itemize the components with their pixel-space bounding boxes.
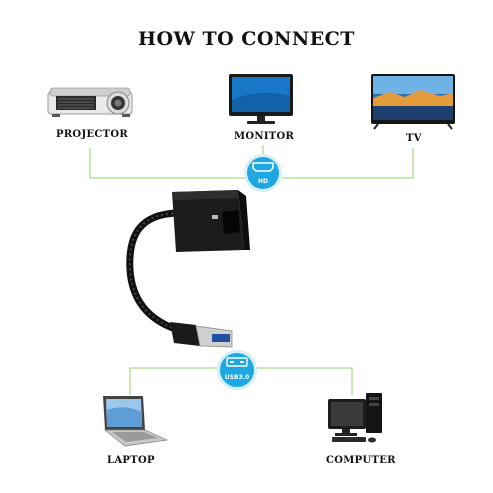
usb-badge-text: USB3.0 <box>225 374 249 381</box>
computer-label: COMPUTER <box>326 455 396 466</box>
tv-icon <box>371 74 455 130</box>
page-title: HOW TO CONNECT <box>138 28 355 50</box>
computer-icon <box>328 393 382 443</box>
hdmi-badge-text: HD <box>258 178 268 185</box>
laptop-label: LAPTOP <box>107 455 155 466</box>
projector-label: PROJECTOR <box>56 129 129 140</box>
input-connector-lines <box>129 367 353 395</box>
projector-icon <box>47 87 133 117</box>
usb-to-hdmi-adapter-icon <box>126 190 250 348</box>
laptop-icon <box>103 396 169 447</box>
monitor-icon <box>229 74 293 124</box>
hdmi-port-icon <box>244 154 282 192</box>
monitor-label: MONITOR <box>234 131 295 142</box>
tv-label: TV <box>406 133 422 144</box>
usb-port-icon <box>217 350 257 390</box>
